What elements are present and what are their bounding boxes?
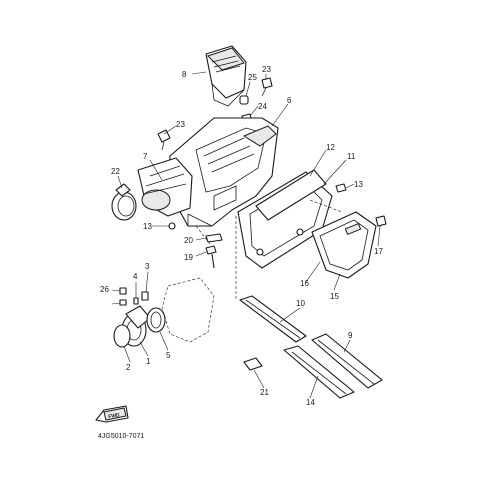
label-part-22: 23	[176, 120, 185, 129]
gasket-outline	[161, 277, 215, 343]
label-part-5: 5	[166, 351, 171, 360]
o-ring-2	[113, 324, 131, 348]
collar-26	[119, 299, 127, 306]
label-part-21: 22	[111, 167, 120, 176]
clamp-21	[111, 183, 137, 221]
label-part-14: 14	[306, 398, 315, 407]
label-part-23-lower: 24	[258, 102, 267, 111]
label-part-6: 6	[287, 96, 292, 105]
air-filter-joint	[137, 157, 193, 217]
bolt-18	[205, 245, 217, 269]
label-part-11: 11	[347, 152, 356, 161]
label-part-2: 2	[126, 363, 131, 372]
label-part-23-upper: 23	[262, 65, 271, 74]
cover-16-15	[311, 211, 377, 279]
label-part-25: 26	[100, 285, 109, 294]
washer-4	[133, 297, 139, 305]
label-part-19: 20	[184, 236, 193, 245]
bolt-13-right	[335, 183, 347, 193]
label-part-7: 7	[143, 152, 148, 161]
label-part-18: 19	[184, 253, 193, 262]
block-20	[243, 357, 263, 371]
bolt-3	[141, 291, 149, 301]
filter-element-9	[311, 333, 383, 389]
part-labels: 8 23 25 24 6 23 7 22 13 20 19 12 11 13 1…	[100, 65, 383, 407]
label-part-13-right: 13	[354, 180, 363, 189]
fwd-arrow-icon: FWD	[95, 405, 129, 423]
label-part-8: 8	[182, 70, 187, 79]
label-part-4: 4	[133, 272, 138, 281]
air-filter-case	[167, 117, 279, 227]
label-part-3: 3	[145, 262, 150, 271]
leader-lines	[111, 71, 381, 399]
label-part-1: 1	[146, 357, 151, 366]
collar-24	[239, 95, 249, 105]
element-guide-14	[283, 345, 355, 399]
label-part-15: 15	[330, 292, 339, 301]
label-part-12: 12	[326, 143, 335, 152]
bolt-25	[119, 287, 127, 295]
assembly-guide-lines	[195, 199, 343, 300]
label-part-24: 25	[248, 73, 257, 82]
label-part-10: 10	[296, 299, 305, 308]
label-part-9: 9	[348, 331, 353, 340]
label-part-13-left: 13	[143, 222, 152, 231]
label-part-17: 17	[374, 247, 383, 256]
bolt-22	[157, 129, 171, 151]
air-intake-duct	[205, 45, 247, 107]
fwd-badge-text: FWD	[108, 412, 121, 420]
bolt-23-upper	[261, 77, 273, 97]
diagram-code: 4JG5010-7071	[98, 433, 144, 440]
screw-17	[375, 215, 387, 227]
element-holder-11	[255, 169, 327, 221]
plate-19	[205, 233, 223, 243]
clamp-5	[146, 307, 166, 333]
label-part-20: 21	[260, 388, 269, 397]
filter-element-10	[239, 295, 307, 343]
label-part-16: 16	[300, 279, 309, 288]
